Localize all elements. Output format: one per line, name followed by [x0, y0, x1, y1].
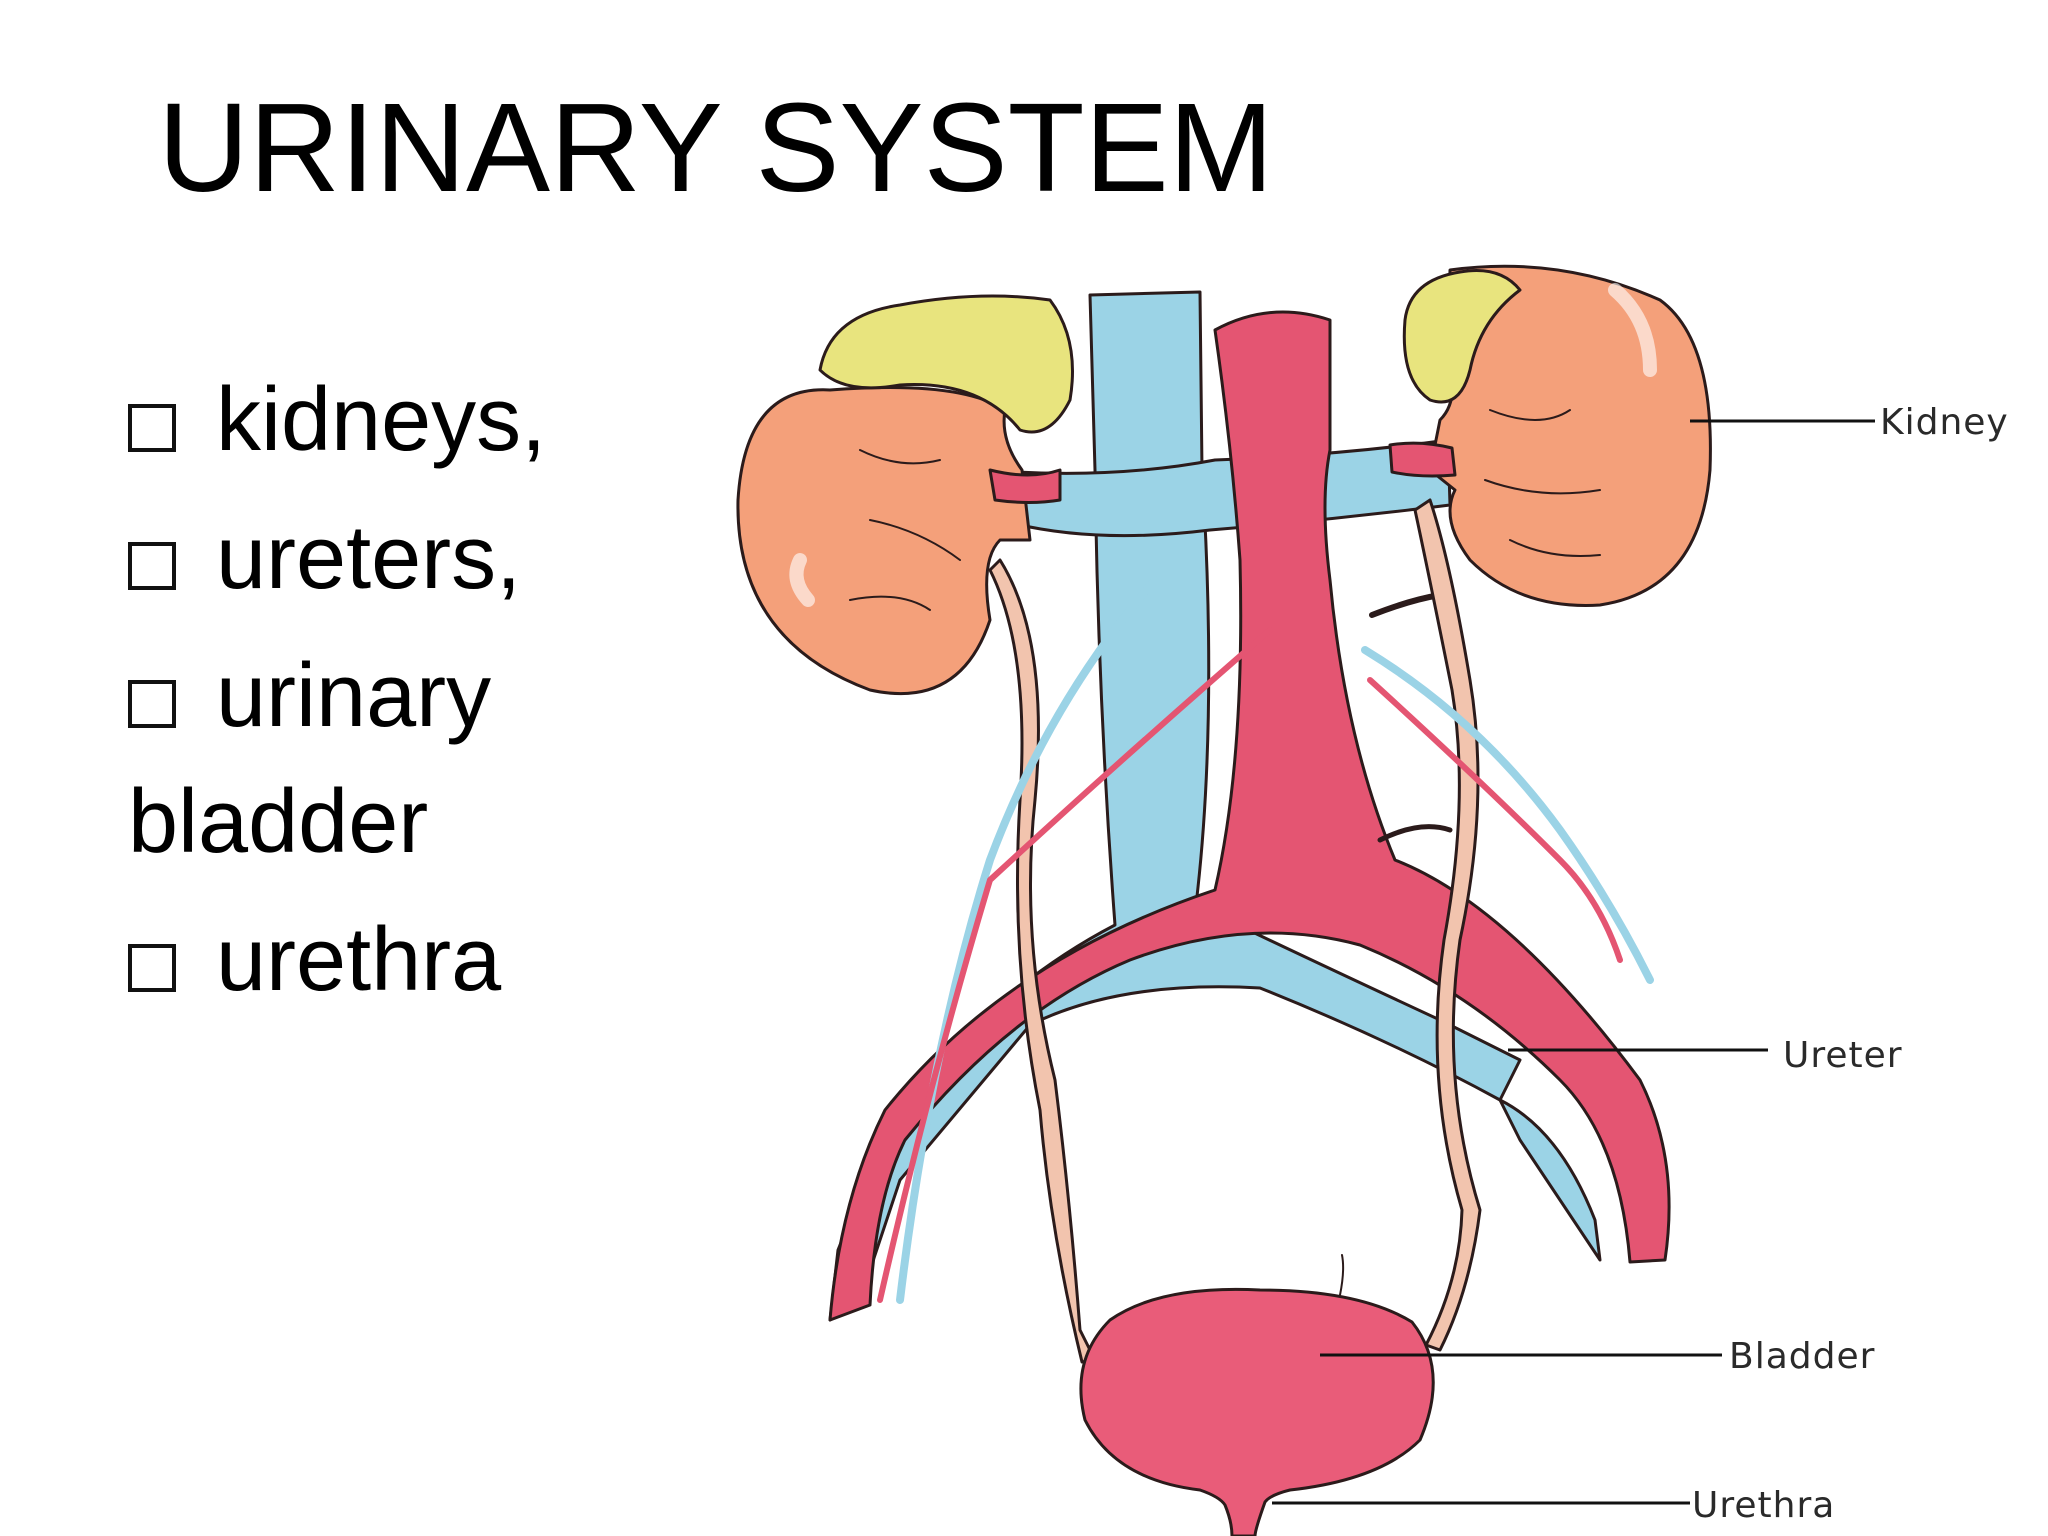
bullet-continuation-bladder: bladder — [128, 772, 428, 872]
bullet-text: bladder — [128, 772, 429, 872]
aorta — [828, 310, 1671, 1322]
right-kidney — [1428, 264, 1712, 607]
left-adrenal — [818, 294, 1074, 434]
right-adrenal — [1402, 268, 1522, 404]
bullet-ureters: ureters, — [128, 508, 521, 608]
slide-title: URINARY SYSTEM — [158, 77, 1274, 218]
bullet-kidneys: kidneys, — [128, 370, 546, 470]
checkbox-icon — [128, 680, 176, 728]
bullet-text: urethra — [216, 910, 502, 1010]
checkbox-icon — [128, 404, 176, 452]
checkbox-icon — [128, 542, 176, 590]
checkbox-icon — [128, 944, 176, 992]
bladder — [1079, 1254, 1435, 1536]
label-urethra: Urethra — [1692, 1485, 1835, 1526]
leader-lines — [1272, 419, 1875, 1505]
bullet-text: kidneys, — [216, 370, 547, 470]
bullet-text: ureters, — [216, 508, 522, 608]
label-ureter: Ureter — [1783, 1035, 1903, 1076]
bullet-urinary: urinary — [128, 646, 491, 746]
bullet-text: urinary — [216, 646, 492, 746]
left-kidney — [736, 386, 1032, 696]
label-kidney: Kidney — [1880, 402, 2009, 443]
label-bladder: Bladder — [1729, 1336, 1875, 1377]
renal-vessels — [988, 441, 1457, 504]
bullet-urethra: urethra — [128, 910, 501, 1010]
gonadal-vessels — [877, 576, 1654, 1304]
